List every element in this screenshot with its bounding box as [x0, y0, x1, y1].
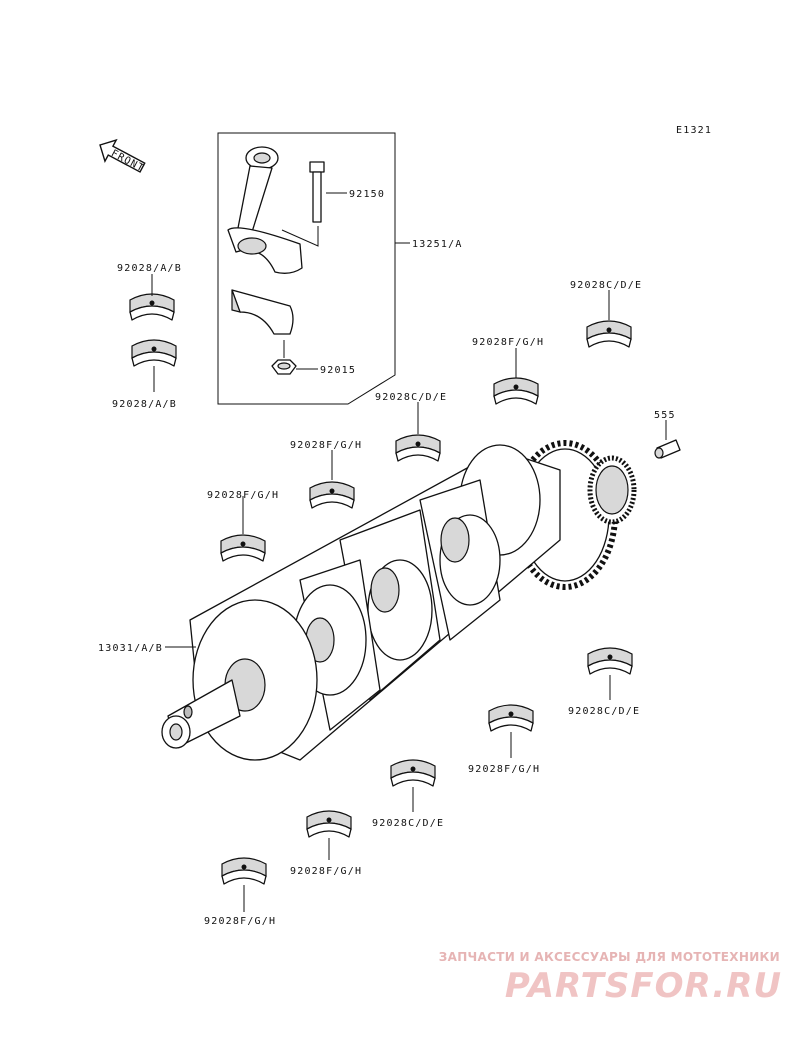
callout-main-bearing-cde-2: 92028C/D/E: [375, 392, 447, 403]
main-bearing-cde-3: [587, 647, 633, 675]
callout-main-bearing-cde-1: 92028C/D/E: [570, 280, 642, 291]
conrod-bearing-lower: [131, 339, 177, 367]
conrod-bolt: [309, 161, 325, 223]
main-bearing-fgh-5: [306, 810, 352, 838]
callout-main-bearing-cde-3: 92028C/D/E: [568, 706, 640, 717]
front-label: FRONT: [109, 148, 146, 175]
callout-bolt: 92150: [349, 189, 385, 200]
dowel-pin: [654, 439, 681, 459]
callout-conrod-bearing-upper: 92028/A/B: [117, 263, 182, 274]
callout-main-bearing-fgh-4: 92028F/G/H: [468, 764, 540, 775]
callout-conrod-bearing-lower: 92028/A/B: [112, 399, 177, 410]
connecting-rod: [227, 146, 303, 274]
conrod-assembly-box: [217, 132, 396, 405]
conrod-nut: [271, 359, 297, 375]
main-bearing-cde-1: [586, 320, 632, 348]
front-arrow-icon: FRONT: [99, 138, 146, 175]
main-bearing-fgh-3: [220, 534, 266, 562]
crankshaft: [161, 440, 637, 761]
callout-conrod-assy: 13251/A: [412, 239, 463, 250]
callout-main-bearing-fgh-2: 92028F/G/H: [290, 440, 362, 451]
watermark-logo: PARTSFOR.RU: [504, 966, 782, 1006]
callout-main-bearing-fgh-5: 92028F/G/H: [290, 866, 362, 877]
callout-main-bearing-fgh-6: 92028F/G/H: [204, 916, 276, 927]
conrod-cap: [231, 289, 294, 335]
main-bearing-fgh-1: [493, 377, 539, 405]
callout-crankshaft: 13031/A/B: [98, 643, 163, 654]
main-bearing-fgh-4: [488, 704, 534, 732]
diagram-code: E1321: [676, 125, 712, 136]
callout-nut: 92015: [320, 365, 356, 376]
callout-main-bearing-cde-4: 92028C/D/E: [372, 818, 444, 829]
callout-main-bearing-fgh-3: 92028F/G/H: [207, 490, 279, 501]
callout-dowel-pin: 555: [654, 410, 676, 421]
main-bearing-cde-4: [390, 759, 436, 787]
watermark-tagline: ЗАПЧАСТИ И АКСЕССУАРЫ ДЛЯ МОТОТЕХНИКИ: [438, 950, 780, 964]
main-bearing-cde-2: [395, 434, 441, 462]
callout-main-bearing-fgh-1: 92028F/G/H: [472, 337, 544, 348]
main-bearing-fgh-6: [221, 857, 267, 885]
conrod-bearing-upper: [129, 293, 175, 321]
main-bearing-fgh-2: [309, 481, 355, 509]
